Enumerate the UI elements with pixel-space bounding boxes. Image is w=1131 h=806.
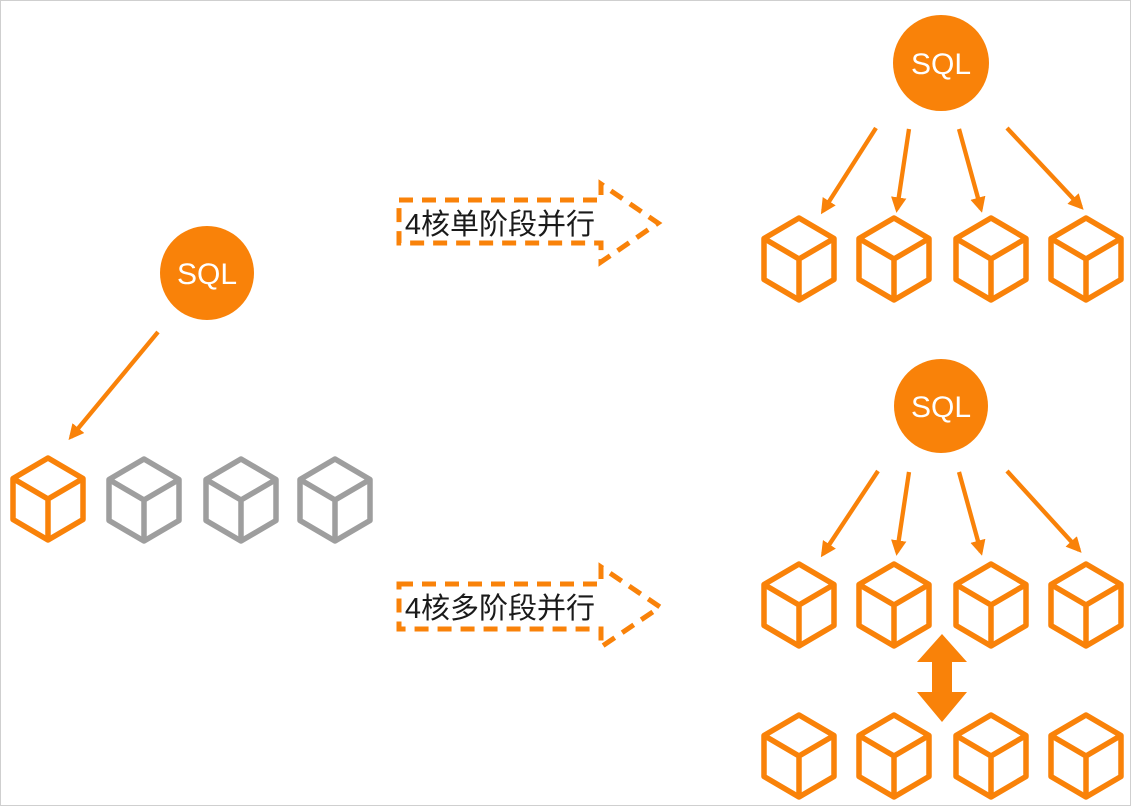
single-stage-flow-group: SQL bbox=[764, 15, 1121, 300]
dispatch-arrow bbox=[68, 330, 160, 440]
core-cube-icon-stage1 bbox=[764, 564, 834, 646]
multi-stage-banner: 4核多阶段并行 bbox=[396, 562, 665, 652]
sql-node-label: SQL bbox=[177, 258, 237, 291]
banner-label: 4核多阶段并行 bbox=[405, 592, 595, 625]
core-cube-icon bbox=[764, 218, 834, 300]
fan-arrow bbox=[820, 126, 878, 215]
exchange-double-arrow-icon bbox=[917, 634, 967, 722]
sql-node-label: SQL bbox=[911, 48, 971, 81]
core-cube-icon-active bbox=[13, 458, 83, 540]
core-cube-icon-stage2 bbox=[859, 715, 929, 797]
core-cube-icon-stage2 bbox=[956, 715, 1026, 797]
core-cube-icon-idle bbox=[109, 459, 179, 541]
banner-label: 4核单阶段并行 bbox=[405, 208, 595, 241]
core-cube-icon-idle bbox=[206, 459, 276, 541]
core-cube-icon-stage2 bbox=[764, 715, 834, 797]
sql-node bbox=[160, 226, 254, 320]
fan-arrow bbox=[891, 471, 912, 556]
fan-arrow bbox=[956, 128, 986, 213]
sql-node bbox=[893, 15, 989, 111]
fan-arrow bbox=[1005, 469, 1082, 553]
fan-arrow bbox=[956, 471, 986, 556]
serial-flow-group: SQL bbox=[13, 226, 370, 541]
single-stage-banner: 4核单阶段并行 bbox=[396, 179, 663, 267]
core-cube-icon-idle bbox=[300, 459, 370, 541]
core-cube-icon-stage1 bbox=[859, 564, 929, 646]
multi-stage-flow-group: SQL bbox=[764, 359, 1121, 797]
sql-node-label: SQL bbox=[911, 391, 971, 424]
fan-arrow bbox=[1005, 126, 1084, 210]
fan-arrow bbox=[820, 469, 880, 558]
core-cube-icon-stage1 bbox=[1051, 564, 1121, 646]
sql-node bbox=[894, 359, 988, 453]
core-cube-icon-stage2 bbox=[1051, 715, 1121, 797]
core-cube-icon bbox=[859, 218, 929, 300]
dashed-block-arrow-icon bbox=[396, 562, 665, 652]
fan-arrow bbox=[891, 128, 912, 213]
core-cube-icon bbox=[956, 218, 1026, 300]
core-cube-icon bbox=[1051, 218, 1121, 300]
core-cube-icon-stage1 bbox=[956, 564, 1026, 646]
